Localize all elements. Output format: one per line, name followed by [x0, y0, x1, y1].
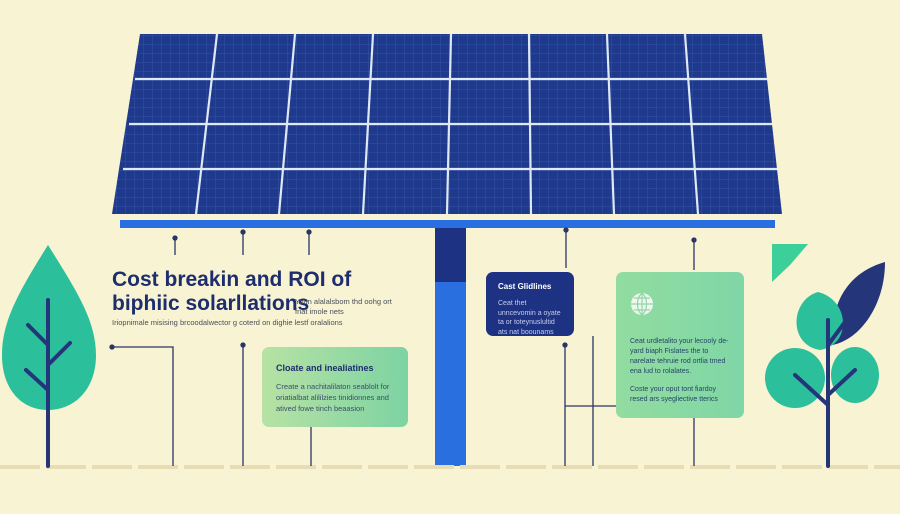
subtitle: Iriopnimale misising brcoodalwector g co…: [112, 318, 343, 327]
card-body-2: Coste your oput tont fiardoy resed ars s…: [630, 386, 718, 403]
solar-panel: [112, 33, 782, 215]
globe-icon: [631, 292, 653, 316]
right-plant: [765, 244, 885, 468]
card-heading: Cloate and inealiatines: [276, 363, 374, 373]
card-body: Create a nachitalilaton seablolt for ori…: [276, 382, 390, 413]
connector-lines: [109, 227, 697, 466]
pole-top: [435, 228, 466, 282]
left-tree: [2, 245, 96, 468]
pole: [435, 282, 466, 466]
title-line-2: biphiic solarllations: [112, 292, 310, 315]
card-body: Ceat thet unncevomin a oyate ta or totey…: [498, 300, 561, 336]
title-line-1: Cost breakin and ROI of: [112, 268, 352, 291]
card-heading: Cast Glidlines: [498, 282, 552, 291]
info-card-roi: Ceat urdletalito your lecooly de-yard bi…: [616, 272, 744, 418]
info-card-guidelines: Cast Glidlines Ceat thet unncevomin a oy…: [486, 272, 574, 336]
side-note: Youn alalalsbom thd oohg ort fnat imole …: [295, 297, 392, 316]
card-body: Ceat urdletalito your lecooly de-yard bi…: [630, 338, 729, 375]
panel-rail: [120, 220, 775, 228]
triangle-icon: [772, 244, 808, 282]
info-card-installation: Cloate and inealiatines Create a nachita…: [262, 347, 408, 427]
